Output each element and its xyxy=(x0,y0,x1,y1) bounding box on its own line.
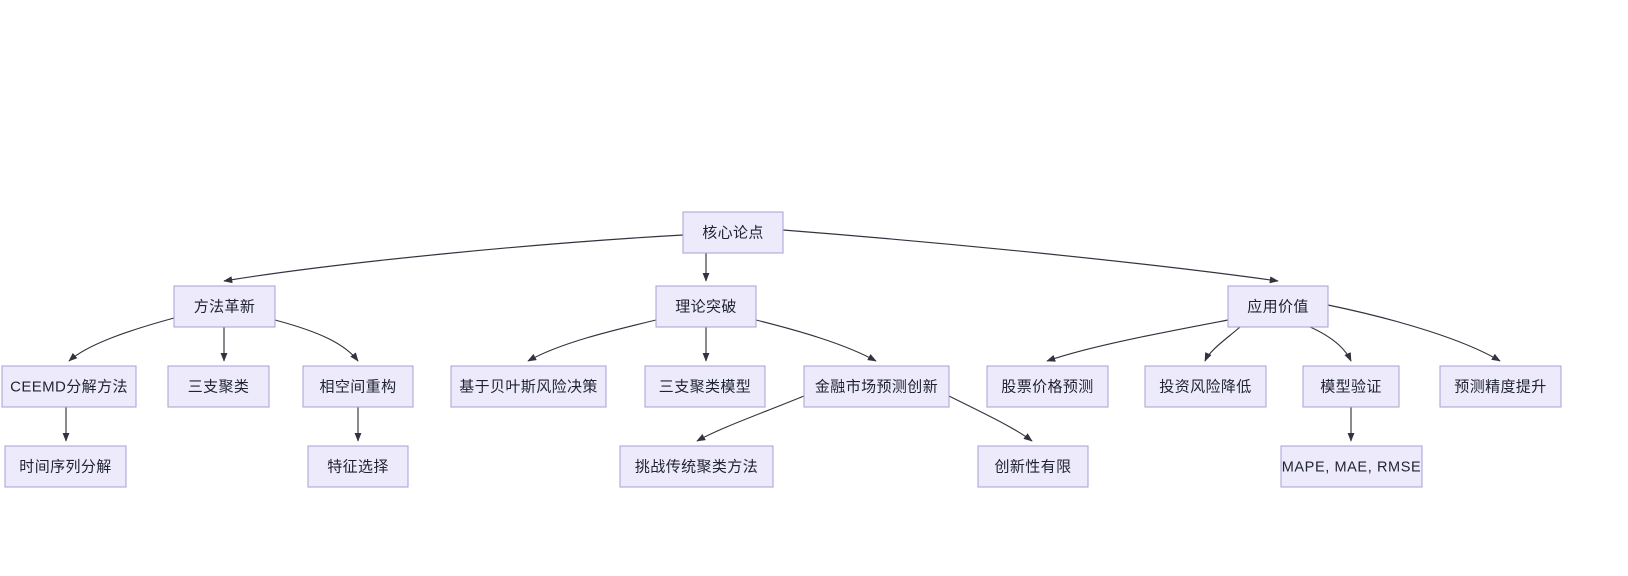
flow-node-b3[interactable]: 应用价值 xyxy=(1227,285,1329,328)
flow-node-b2[interactable]: 理论突破 xyxy=(655,285,757,328)
node-label-c10: 预测精度提升 xyxy=(1454,378,1546,395)
node-box-d4 xyxy=(977,445,1089,488)
edges-layer xyxy=(62,229,1501,442)
node-box-c9 xyxy=(1302,365,1400,408)
flow-edge-root-to-b3 xyxy=(782,229,1279,284)
node-label-c4: 基于贝叶斯风险决策 xyxy=(459,378,598,395)
node-label-d1: 时间序列分解 xyxy=(19,458,111,475)
node-label-c9: 模型验证 xyxy=(1320,378,1382,395)
node-label-d2: 特征选择 xyxy=(327,458,389,475)
flow-edge-c6-to-d3 xyxy=(696,395,805,442)
flow-node-c3[interactable]: 相空间重构 xyxy=(302,365,414,408)
flow-edge-b2-to-c4 xyxy=(527,319,657,362)
flow-node-b1[interactable]: 方法革新 xyxy=(173,285,276,328)
flow-node-d5[interactable]: MAPE, MAE, RMSE xyxy=(1280,445,1423,488)
node-box-c10 xyxy=(1439,365,1562,408)
node-box-b2 xyxy=(655,285,757,328)
node-label-c2: 三支聚类 xyxy=(188,378,250,395)
flow-node-c6[interactable]: 金融市场预测创新 xyxy=(803,365,950,408)
flow-edge-b3-to-c9 xyxy=(1297,321,1352,362)
node-box-c5 xyxy=(644,365,766,408)
flow-node-c10[interactable]: 预测精度提升 xyxy=(1439,365,1562,408)
node-label-c1: CEEMD分解方法 xyxy=(10,378,128,395)
node-box-c6 xyxy=(803,365,950,408)
flow-node-d1[interactable]: 时间序列分解 xyxy=(4,445,127,488)
flow-node-d3[interactable]: 挑战传统聚类方法 xyxy=(619,445,774,488)
flow-edge-b1-to-c3 xyxy=(274,319,359,362)
flow-edge-b3-to-c10 xyxy=(1327,304,1501,362)
flow-node-root[interactable]: 核心论点 xyxy=(682,211,784,254)
node-box-c1 xyxy=(1,365,137,408)
flow-node-c1[interactable]: CEEMD分解方法 xyxy=(1,365,137,408)
node-box-d1 xyxy=(4,445,127,488)
node-label-b1: 方法革新 xyxy=(194,298,256,315)
node-label-c8: 投资风险降低 xyxy=(1159,378,1251,395)
node-box-root xyxy=(682,211,784,254)
node-box-c2 xyxy=(167,365,270,408)
flow-edge-c6-to-d4 xyxy=(948,395,1033,442)
flow-edge-b1-to-c1 xyxy=(68,317,175,362)
flow-edge-b3-to-c8 xyxy=(1204,326,1241,362)
node-box-c4 xyxy=(450,365,607,408)
node-label-b3: 应用价值 xyxy=(1247,297,1309,315)
flow-node-d4[interactable]: 创新性有限 xyxy=(977,445,1089,488)
flow-node-d2[interactable]: 特征选择 xyxy=(307,445,409,488)
flow-node-c4[interactable]: 基于贝叶斯风险决策 xyxy=(450,365,607,408)
flow-node-c9[interactable]: 模型验证 xyxy=(1302,365,1400,408)
node-label-root: 核心论点 xyxy=(702,224,764,241)
node-label-c6: 金融市场预测创新 xyxy=(815,378,938,395)
flow-node-c8[interactable]: 投资风险降低 xyxy=(1144,365,1267,408)
node-label-d3: 挑战传统聚类方法 xyxy=(635,458,758,475)
node-box-d5 xyxy=(1280,445,1423,488)
flow-node-c7[interactable]: 股票价格预测 xyxy=(986,365,1109,408)
node-label-c3: 相空间重构 xyxy=(319,378,396,395)
flow-edge-root-to-b1 xyxy=(223,234,684,284)
flow-node-c5[interactable]: 三支聚类模型 xyxy=(644,365,766,408)
node-box-d2 xyxy=(307,445,409,488)
flow-node-c2[interactable]: 三支聚类 xyxy=(167,365,270,408)
node-box-d3 xyxy=(619,445,774,488)
node-box-b3 xyxy=(1227,285,1329,328)
node-box-c7 xyxy=(986,365,1109,408)
node-label-c5: 三支聚类模型 xyxy=(659,378,751,395)
node-box-c8 xyxy=(1144,365,1267,408)
node-box-b1 xyxy=(173,285,276,328)
node-label-d5: MAPE, MAE, RMSE xyxy=(1282,459,1422,475)
node-label-b2: 理论突破 xyxy=(675,298,737,315)
node-label-d4: 创新性有限 xyxy=(994,458,1071,475)
flow-edge-b3-to-c7 xyxy=(1046,319,1229,362)
node-box-c3 xyxy=(302,365,414,408)
node-label-c7: 股票价格预测 xyxy=(1001,378,1093,395)
flow-edge-b2-to-c6 xyxy=(755,319,877,362)
